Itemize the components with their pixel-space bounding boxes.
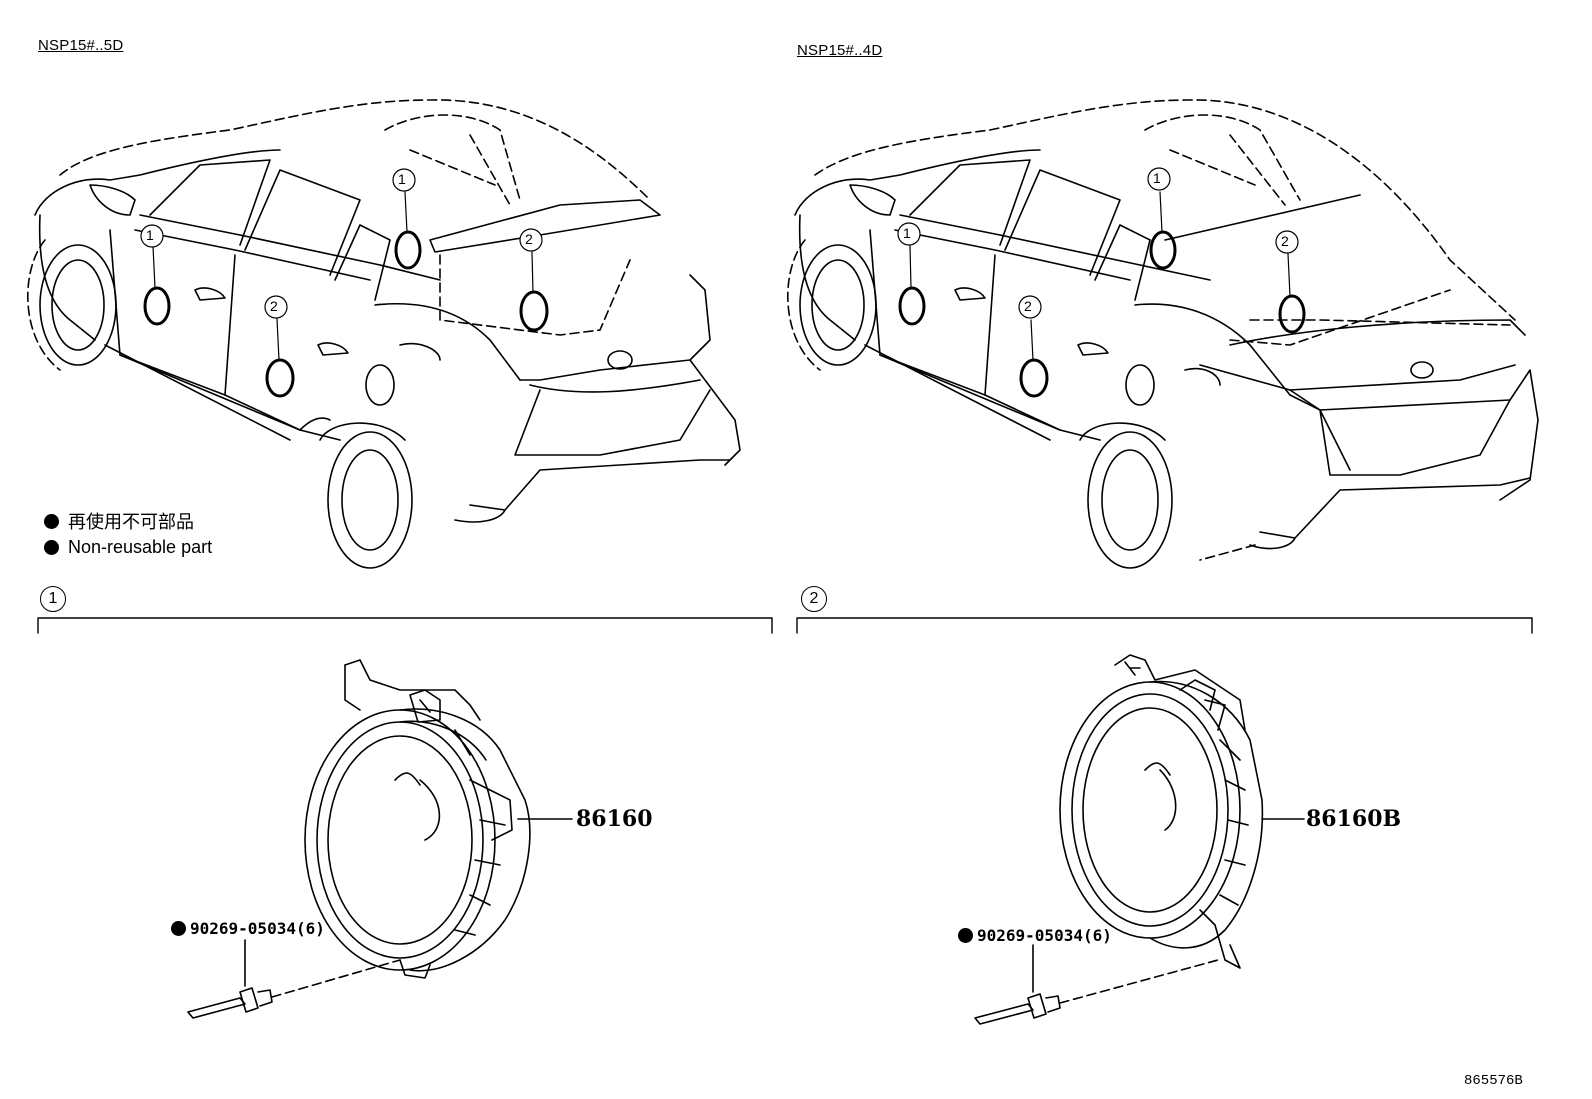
callout-circle-1d [1147, 167, 1171, 191]
legend-item-english: Non-reusable part [44, 534, 212, 560]
callout-1-label: 1 [398, 171, 406, 187]
callout-1-label: 1 [903, 225, 911, 241]
section-1-marker: 1 [40, 586, 66, 612]
callout-circle-1c [897, 222, 921, 246]
hatchback-vehicle-drawing [27, 99, 741, 569]
hatchback-speaker-markers [143, 230, 549, 398]
model-label-4-door: NSP15#..4D [797, 42, 883, 59]
callout-circle-1a [140, 224, 164, 248]
section-2-bracket [796, 617, 1533, 634]
callout-2-label: 2 [1281, 233, 1289, 249]
rivet-2-drawing [974, 944, 1219, 1025]
callout-circle-1b [392, 168, 416, 192]
non-reusable-bullet-icon [171, 921, 186, 936]
fastener-2-label: 90269-05034(6) [958, 926, 1112, 945]
callout-2-label: 2 [1024, 298, 1032, 314]
callout-circle-2a [519, 228, 543, 252]
section-2-marker: 2 [801, 586, 827, 612]
callout-1-label: 1 [146, 227, 154, 243]
sedan-speaker-markers [898, 230, 1306, 398]
callout-1-label: 1 [1153, 170, 1161, 186]
non-reusable-bullet-icon [44, 539, 59, 555]
callout-2-label: 2 [270, 298, 278, 314]
callout-circle-2b [264, 295, 288, 319]
callout-circle-2c [1275, 230, 1299, 254]
sedan-vehicle-drawing [787, 99, 1539, 569]
rivet-1-drawing [187, 939, 401, 1019]
part-number-speaker-1: 86160 [576, 806, 653, 832]
illustration-number: 865576B [1464, 1073, 1523, 1089]
legend-item-japanese: 再使用不可部品 [44, 508, 212, 534]
fastener-1-label: 90269-05034(6) [171, 919, 325, 938]
model-label-5-door: NSP15#..5D [38, 37, 124, 54]
speaker-2-drawing [1059, 654, 1305, 969]
callout-2-label: 2 [525, 231, 533, 247]
speaker-1-drawing [304, 659, 573, 979]
callout-circle-2d [1018, 295, 1042, 319]
non-reusable-bullet-icon [44, 513, 59, 529]
non-reusable-bullet-icon [958, 928, 973, 943]
section-1-bracket [37, 617, 773, 634]
part-number-speaker-2: 86160B [1306, 806, 1402, 832]
legend: 再使用不可部品 Non-reusable part [44, 508, 212, 560]
